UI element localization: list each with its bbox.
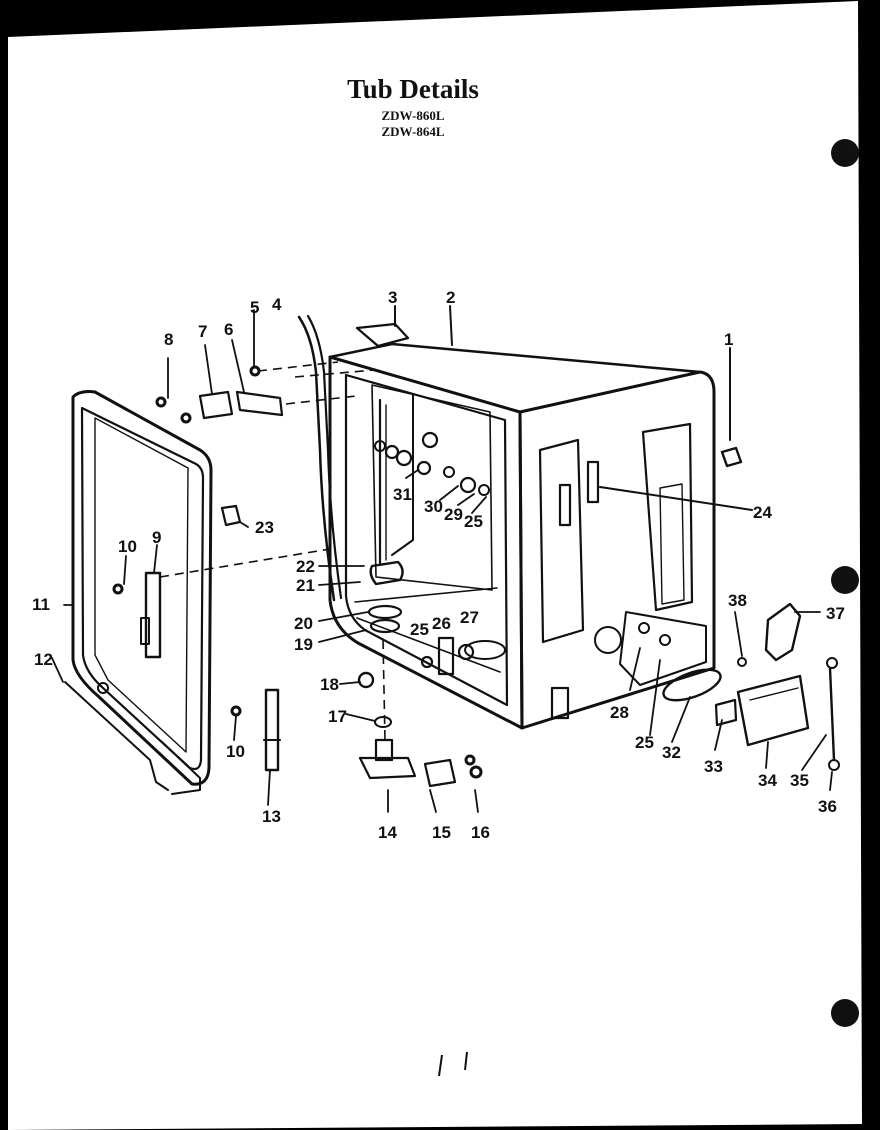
part-label-18: 18 xyxy=(320,675,339,694)
tub-assembly xyxy=(328,342,716,730)
part-label-16: 16 xyxy=(471,823,490,842)
binder-hole-middle xyxy=(831,566,859,594)
model-number-2: ZDW-864L xyxy=(381,124,445,139)
part-label-6: 6 xyxy=(224,320,233,339)
part-label-13: 13 xyxy=(262,807,281,826)
part-label-10: 10 xyxy=(226,742,245,761)
part-label-35: 35 xyxy=(790,771,809,790)
alignment-lines xyxy=(159,361,386,741)
part-label-3: 3 xyxy=(388,288,397,307)
part-label-20: 20 xyxy=(294,614,313,633)
part-label-27: 27 xyxy=(460,608,479,627)
part-label-23: 23 xyxy=(255,518,274,537)
part-label-22: 22 xyxy=(296,557,315,576)
part-label-9: 9 xyxy=(152,528,161,547)
part-label-30: 30 xyxy=(424,497,443,516)
door-assembly xyxy=(64,390,213,795)
part-label-2: 2 xyxy=(446,288,455,307)
part-label-37: 37 xyxy=(826,604,845,623)
part-label-25: 25 xyxy=(635,733,654,752)
part-label-5: 5 xyxy=(250,298,259,317)
part-label-38: 38 xyxy=(728,591,747,610)
part-label-15: 15 xyxy=(432,823,451,842)
part-label-32: 32 xyxy=(662,743,681,762)
part-label-14: 14 xyxy=(378,823,397,842)
part-label-29: 29 xyxy=(444,505,463,524)
part-label-25: 25 xyxy=(464,512,483,531)
part-label-34: 34 xyxy=(758,771,777,790)
part-label-28: 28 xyxy=(610,703,629,722)
part-label-17: 17 xyxy=(328,707,347,726)
part-label-10: 10 xyxy=(118,537,137,556)
binder-hole-top xyxy=(831,139,859,167)
page-title: Tub Details xyxy=(347,74,479,104)
part-label-33: 33 xyxy=(704,757,723,776)
model-number-1: ZDW-860L xyxy=(381,108,445,123)
part-label-8: 8 xyxy=(164,330,173,349)
binder-hole-bottom xyxy=(831,999,859,1027)
part-label-4: 4 xyxy=(272,295,282,314)
part-label-7: 7 xyxy=(198,322,207,341)
part-label-1: 1 xyxy=(724,330,733,349)
part-label-19: 19 xyxy=(294,635,313,654)
scan-marks xyxy=(438,1051,468,1077)
part-label-36: 36 xyxy=(818,797,837,816)
part-label-12: 12 xyxy=(34,650,53,669)
part-label-25: 25 xyxy=(410,620,429,639)
part-label-21: 21 xyxy=(296,576,315,595)
part-label-24: 24 xyxy=(753,503,772,522)
part-label-11: 11 xyxy=(32,595,50,614)
part-label-31: 31 xyxy=(393,485,412,504)
part-label-26: 26 xyxy=(432,614,451,633)
